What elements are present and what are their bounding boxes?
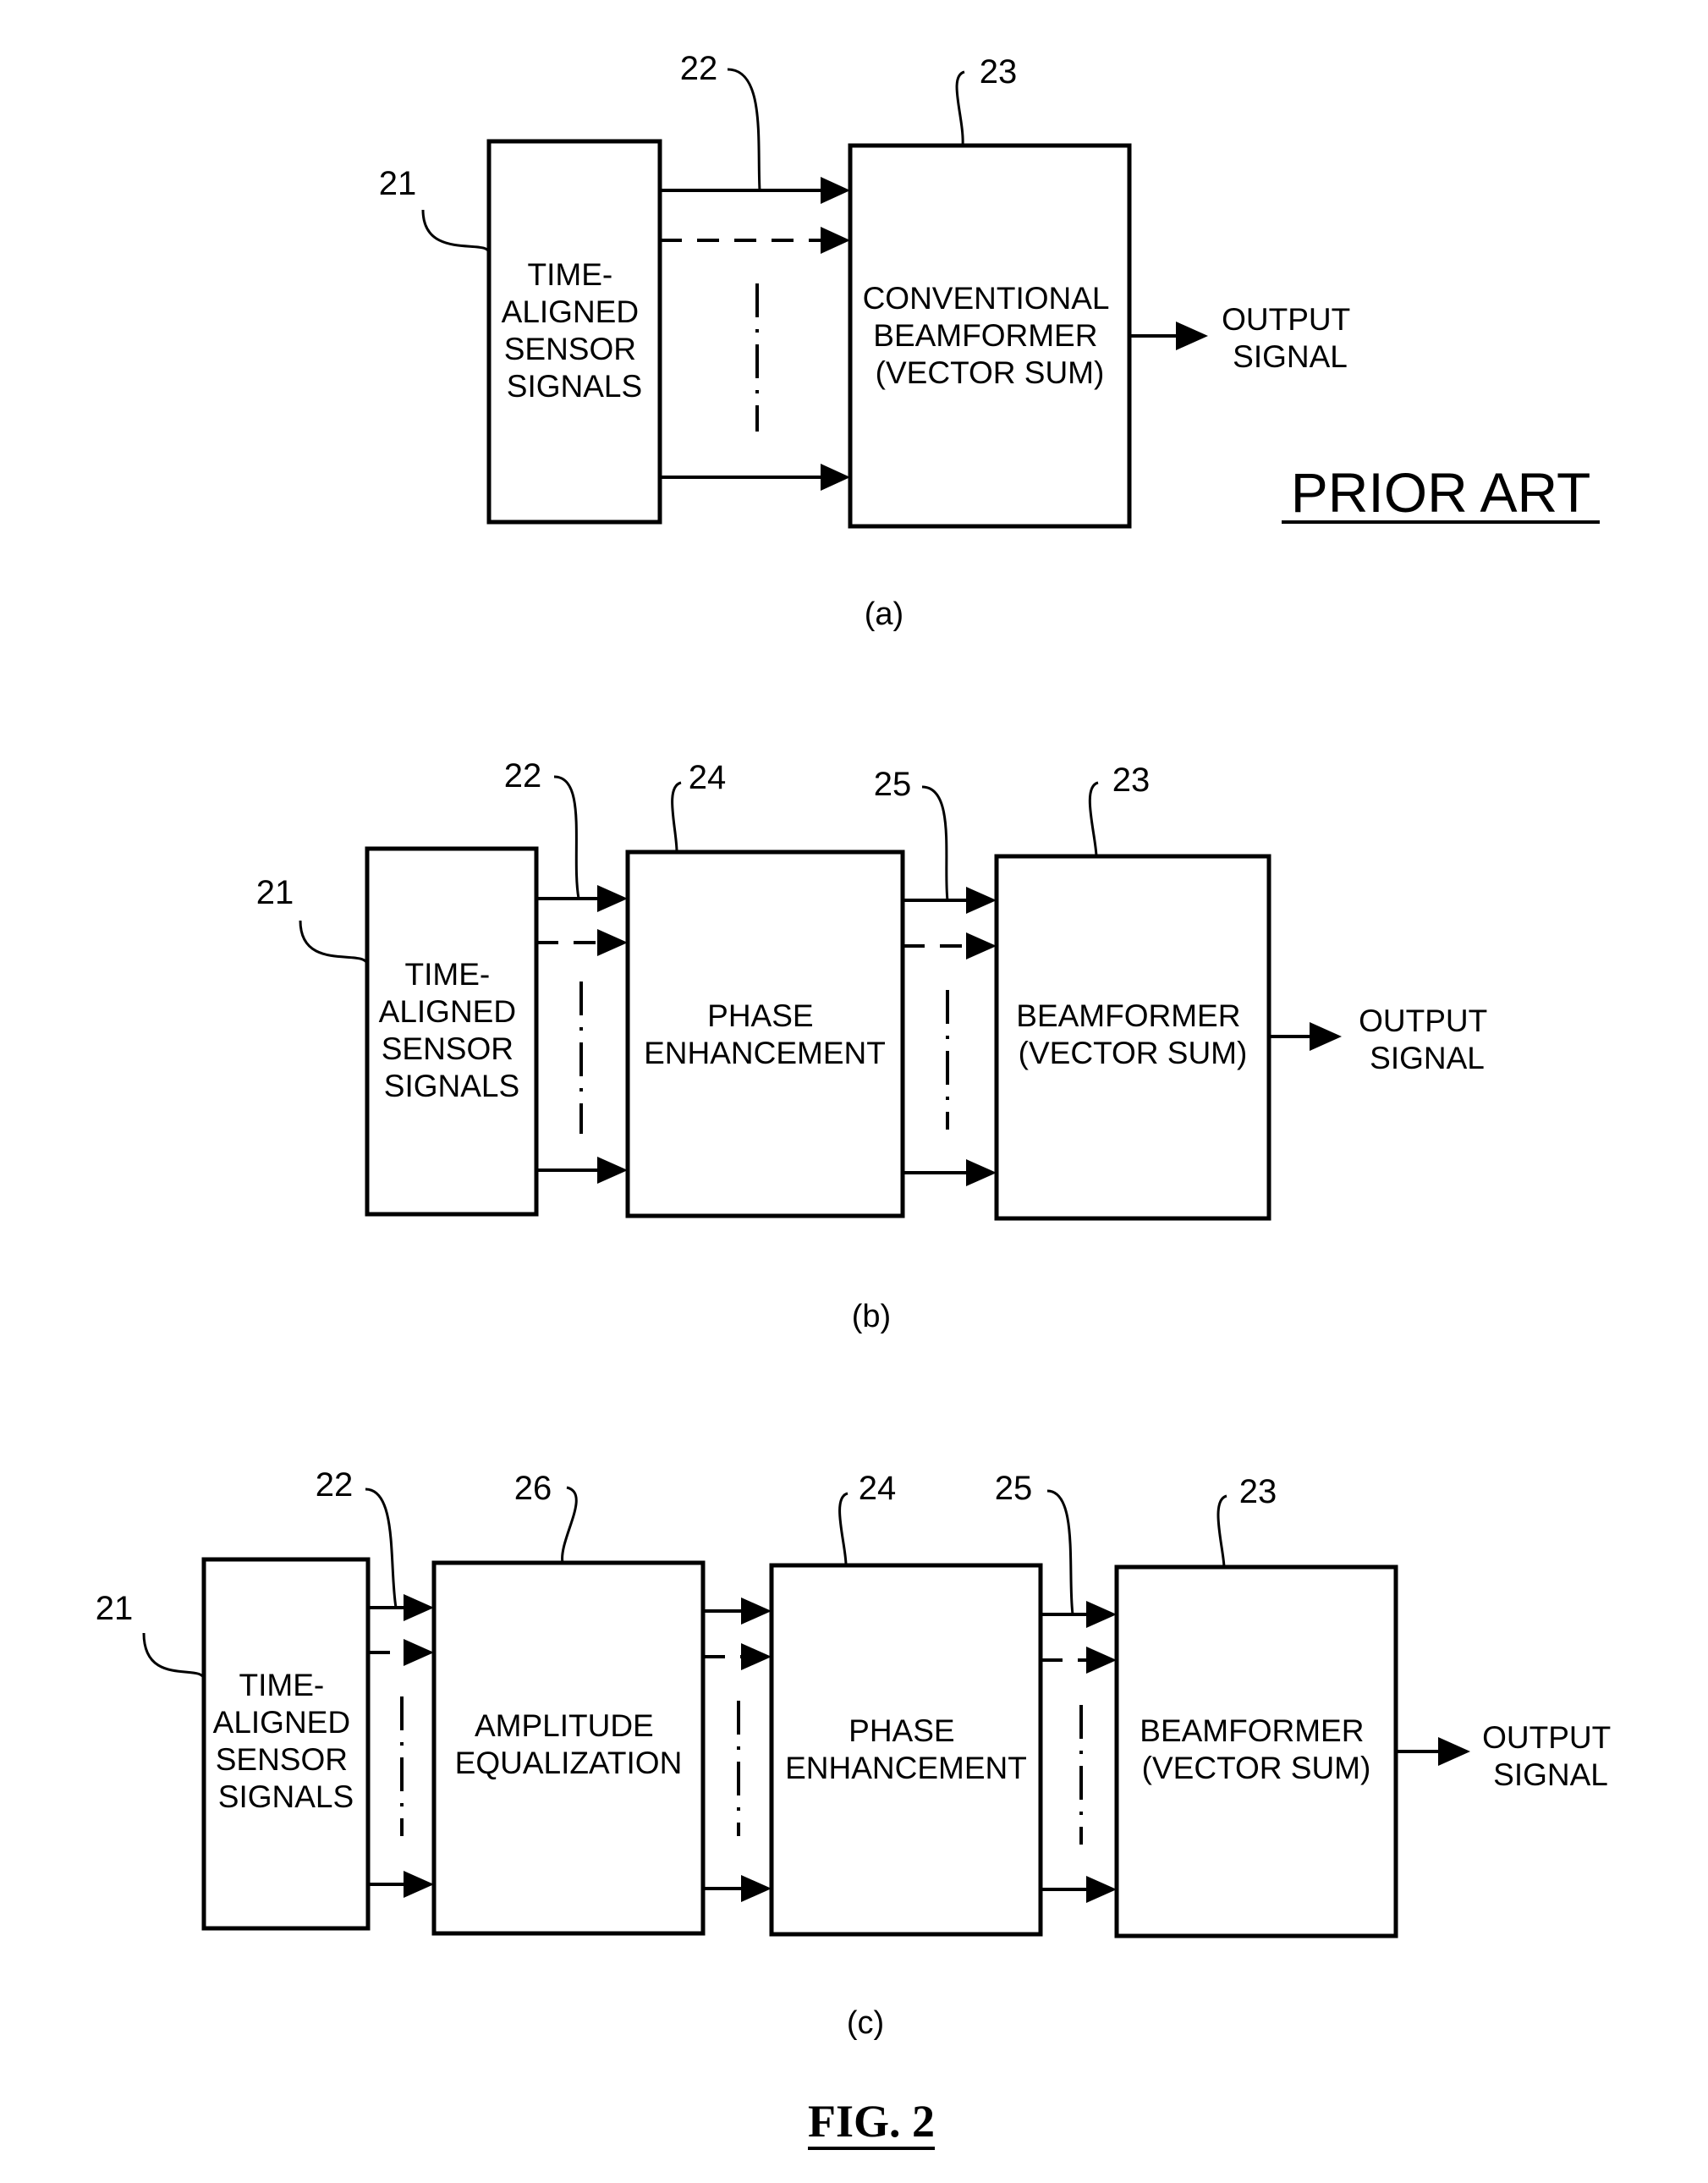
panel-c-amplitude-equalization-block [431,1560,706,1936]
panel-b-ref-24: 24 [689,759,727,796]
panel-c-input-block-label: TIME- ALIGNED SENSOR SIGNALS [213,1668,360,1814]
panel-a-ref-23-leader [955,70,965,146]
panel-a-input-block [486,139,662,525]
panel-b-ref-25: 25 [874,766,912,803]
panel-b-ref-22: 22 [504,757,542,795]
panel-c-amplitude-equalization-label: AMPLITUDE EQUALIZATION [455,1708,683,1780]
panel-b-ref-21-leader [299,920,369,965]
panel-c-beamformer-label: BEAMFORMER (VECTOR SUM) [1140,1713,1372,1785]
panel-c-ref-22: 22 [316,1466,354,1504]
panel-c-output-arrow [1396,1737,1470,1766]
panel-c-signal-lines-1 [368,1594,434,1898]
panel-c-caption: (c) [847,2005,884,2041]
panel-a: TIME- ALIGNED SENSOR SIGNALS CONVENTIONA… [379,50,1600,632]
panel-c-ref-24-leader [838,1492,849,1566]
panel-b-ref-25-leader [921,785,949,901]
panel-c-phase-enhancement-label: PHASE ENHANCEMENT [785,1713,1027,1785]
panel-b-output-label: OUTPUT SIGNAL [1359,1004,1496,1075]
panel-a-ref-22: 22 [680,50,718,87]
panel-b-caption: (b) [852,1299,891,1334]
panel-b-phase-enhancement-block [625,850,905,1218]
panel-b-beamformer-block [994,854,1271,1221]
panel-c-ref-21: 21 [96,1590,134,1627]
panel-c-input-block [201,1557,371,1931]
panel-c-ref-21-leader [142,1632,206,1680]
panel-c-ref-25: 25 [995,1470,1033,1507]
panel-c-ref-25-leader [1046,1489,1074,1615]
panel-b-ref-22-leader [553,775,580,899]
panel-c-ref-22-leader [365,1487,398,1608]
panel-b-signal-lines-out [903,887,997,1186]
panel-b-ref-24-leader [671,781,682,853]
panel-b-input-block [365,846,539,1217]
panel-a-input-block-label: TIME- ALIGNED SENSOR SIGNALS [502,257,648,404]
panel-b-signal-lines-in [536,885,628,1184]
panel-c-ref-23: 23 [1239,1473,1277,1510]
panel-b-input-block-label: TIME- ALIGNED SENSOR SIGNALS [379,957,525,1103]
panel-b-ref-21: 21 [256,874,294,911]
panel-c-output-label: OUTPUT SIGNAL [1482,1720,1619,1792]
panel-a-signal-lines [660,177,850,491]
panel-a-output-label: OUTPUT SIGNAL [1222,302,1359,374]
panel-a-ref-21-leader [421,209,491,255]
panel-a-beamformer-label: CONVENTIONAL BEAMFORMER (VECTOR SUM) [863,281,1118,390]
panel-a-caption: (a) [865,597,903,632]
figure-label: FIG. 2 [808,2096,935,2147]
panel-a-ref-22-leader [727,68,761,191]
panel-b: TIME- ALIGNED SENSOR SIGNALS PHASE ENHAN… [256,757,1496,1334]
panel-c-ref-26-leader [561,1486,578,1564]
panel-a-conventional-beamformer-block [848,143,1132,529]
panel-b-ref-23-leader [1088,781,1099,857]
panel-a-output-arrow [1129,322,1208,350]
panel-b-beamformer-label: BEAMFORMER (VECTOR SUM) [1016,998,1249,1070]
panel-c-signal-lines-2 [703,1597,772,1902]
panel-a-ref-21: 21 [379,165,417,202]
panel-a-ref-23: 23 [980,53,1018,91]
panel-c-beamformer-block [1114,1564,1398,1938]
panel-c-phase-enhancement-block [769,1563,1043,1937]
panel-c-ref-23-leader [1216,1494,1227,1568]
prior-art-label: PRIOR ART [1291,461,1591,524]
panel-c-signal-lines-3 [1041,1601,1117,1903]
panel-b-phase-enhancement-label: PHASE ENHANCEMENT [644,998,886,1070]
panel-c-ref-26: 26 [514,1470,552,1507]
panel-c-ref-24: 24 [859,1470,897,1507]
panel-c: TIME- ALIGNED SENSOR SIGNALS AMPLITUDE E… [96,1466,1619,2041]
panel-b-output-arrow [1269,1022,1342,1051]
panel-b-ref-23: 23 [1112,762,1151,799]
